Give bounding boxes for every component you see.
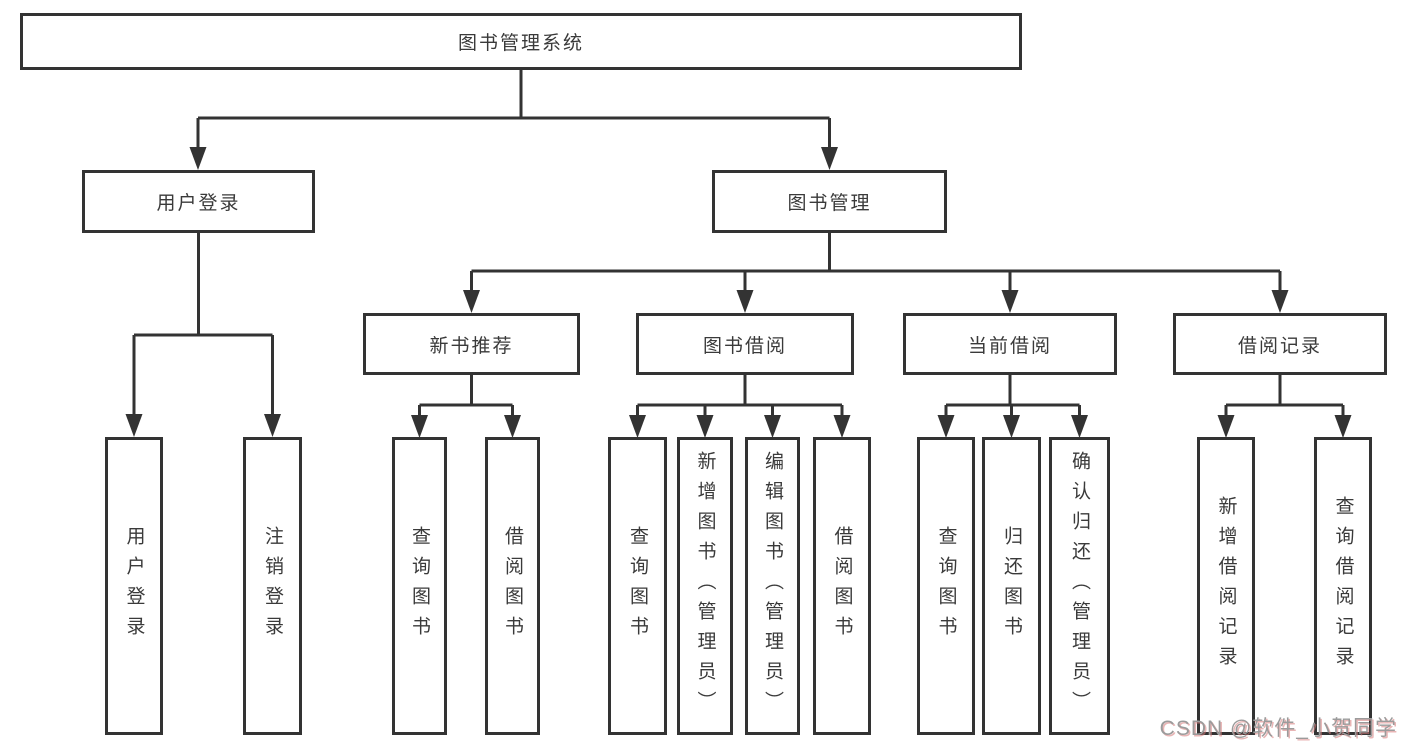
node-book-management: 图书管理 [712,170,947,233]
leaf-current-return-books: 归还图书 [982,437,1041,735]
node-current-borrowing: 当前借阅 [903,313,1117,375]
leaf-recommend-query-books: 查询图书 [392,437,447,735]
leaf-records-add-record: 新增借阅记录 [1197,437,1255,735]
node-label: 借阅记录 [1237,335,1322,357]
node-label: 图书管理 [787,193,872,214]
leaf-label: 用户登录 [123,526,145,646]
node-book-borrowing: 图书借阅 [636,313,854,375]
node-new-book-recommend: 新书推荐 [363,313,580,375]
leaf-label: 查询图书 [627,526,648,646]
leaf-label: 借阅图书 [502,526,523,646]
node-label: 图书管理系统 [457,33,584,54]
leaf-label: 借阅图书 [831,526,853,646]
leaf-borrowing-edit-books-admin: 编辑图书（管理员） [745,437,800,735]
leaf-label: 新增借阅记录 [1215,496,1237,676]
leaf-borrowing-query-books: 查询图书 [608,437,667,735]
leaf-borrowing-borrow-books: 借阅图书 [813,437,871,735]
leaf-label: 归还图书 [1001,526,1022,646]
csdn-watermark: CSDN @软件_小贺同学 [1159,717,1397,740]
leaf-label: 编辑图书（管理员） [762,451,783,721]
leaf-recommend-borrow-books: 借阅图书 [485,437,540,735]
leaf-borrowing-add-books-admin: 新增图书（管理员） [677,437,733,735]
leaf-current-confirm-return-admin: 确认归还（管理员） [1049,437,1110,735]
node-label: 用户登录 [156,193,241,214]
leaf-user-login: 用户登录 [105,437,163,735]
leaf-label: 查询图书 [935,526,957,646]
node-label: 新书推荐 [429,335,514,357]
node-library-management-system: 图书管理系统 [20,13,1022,70]
arrowheads [125,147,1352,438]
leaf-current-query-books: 查询图书 [917,437,975,735]
leaf-records-query-record: 查询借阅记录 [1314,437,1372,735]
node-borrowing-records: 借阅记录 [1173,313,1387,375]
node-label: 当前借阅 [967,335,1052,357]
node-user-login: 用户登录 [82,170,315,233]
leaf-label: 注销登录 [262,526,283,646]
leaf-label: 查询图书 [409,526,430,646]
leaf-logout: 注销登录 [243,437,302,735]
node-label: 图书借阅 [702,335,787,357]
leaf-label: 查询借阅记录 [1332,496,1354,676]
leaf-label: 新增图书（管理员） [694,451,716,721]
leaf-label: 确认归还（管理员） [1069,451,1090,721]
